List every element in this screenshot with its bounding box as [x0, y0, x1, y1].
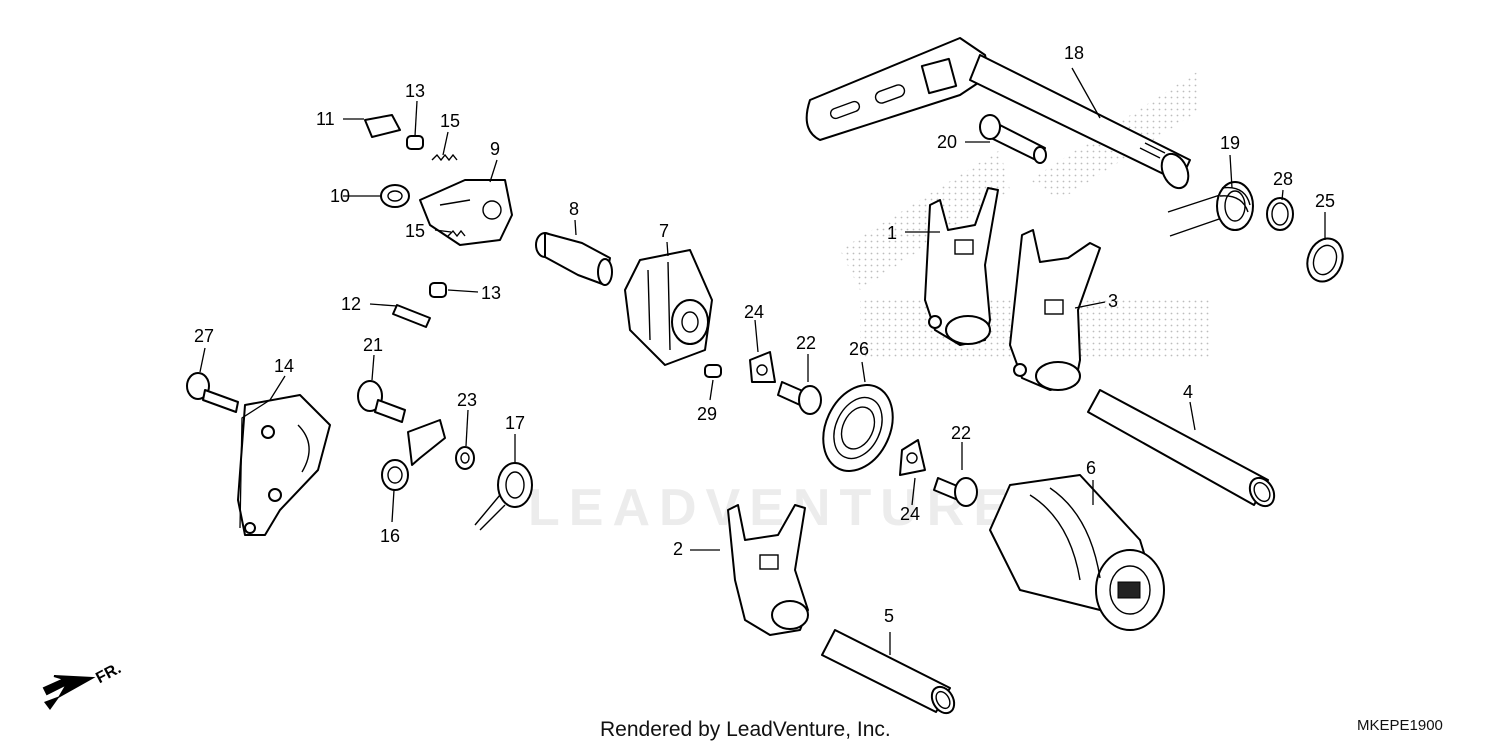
- part-2-shift-fork[interactable]: [727, 504, 809, 636]
- label-16: 16: [380, 526, 401, 546]
- label-6: 6: [1086, 458, 1097, 478]
- label-5: 5: [884, 606, 895, 626]
- part-9-stopper-arm[interactable]: [419, 179, 513, 246]
- label-2: 2: [673, 539, 684, 559]
- label-21: 21: [363, 335, 384, 355]
- part-6-shift-drum[interactable]: [989, 474, 1165, 631]
- label-10: 10: [330, 186, 351, 206]
- part-13-collar-upper[interactable]: [406, 135, 424, 150]
- part-24-plate-upper[interactable]: [749, 351, 776, 383]
- label-18: 18: [1064, 43, 1085, 63]
- label-23: 23: [457, 390, 478, 410]
- watermark: LEADVENTURE: [528, 479, 1018, 537]
- diagram-code: MKEPE1900: [1357, 717, 1443, 734]
- label-27: 27: [194, 326, 215, 346]
- label-4: 4: [1183, 382, 1194, 402]
- part-14-plate[interactable]: [237, 394, 331, 536]
- part-19-return-spring[interactable]: [1167, 181, 1254, 237]
- part-28-circlip[interactable]: [1266, 197, 1294, 231]
- label-25: 25: [1315, 191, 1336, 211]
- label-24-upper: 24: [744, 302, 765, 322]
- label-20: 20: [937, 132, 958, 152]
- part-10-washer[interactable]: [380, 184, 410, 208]
- label-3: 3: [1108, 291, 1119, 311]
- label-22-lower: 22: [951, 423, 972, 443]
- label-22-upper: 22: [796, 333, 817, 353]
- label-9: 9: [490, 139, 501, 159]
- label-13-upper: 13: [405, 81, 426, 101]
- part-26-bearing[interactable]: [810, 374, 906, 483]
- part-13-collar-lower[interactable]: [429, 282, 447, 298]
- label-28: 28: [1273, 169, 1294, 189]
- label-26: 26: [849, 339, 870, 359]
- label-17: 17: [505, 413, 526, 433]
- part-16-roller[interactable]: [381, 419, 446, 491]
- part-20-pin[interactable]: [979, 114, 1047, 164]
- footer-credit: Rendered by LeadVenture, Inc.: [600, 718, 891, 741]
- label-29: 29: [697, 404, 718, 424]
- part-4-fork-shaft[interactable]: [1087, 389, 1279, 510]
- part-22-bolt-upper[interactable]: [777, 381, 822, 415]
- part-21-bolt[interactable]: [357, 380, 406, 423]
- label-11: 11: [316, 109, 335, 129]
- part-15-spring-upper[interactable]: [431, 153, 458, 162]
- part-3-shift-fork[interactable]: [1009, 229, 1101, 391]
- part-5-fork-shaft[interactable]: [821, 629, 959, 717]
- part-15-spring-lower[interactable]: [447, 229, 466, 238]
- part-24-plate-lower[interactable]: [899, 439, 926, 476]
- leader-lines: [199, 67, 1326, 655]
- label-15-lower: 15: [405, 221, 426, 241]
- label-7: 7: [659, 221, 670, 241]
- part-23-washer[interactable]: [455, 446, 475, 470]
- part-18-shift-spindle[interactable]: [805, 37, 1194, 192]
- label-19: 19: [1220, 133, 1241, 153]
- label-13-lower: 13: [481, 283, 502, 303]
- front-direction-arrow-icon: [42, 675, 96, 710]
- part-7-drum-center[interactable]: [624, 249, 713, 366]
- part-12-pin[interactable]: [392, 304, 431, 328]
- part-17-spring[interactable]: [474, 462, 533, 531]
- label-24-lower: 24: [900, 504, 921, 524]
- label-15-upper: 15: [440, 111, 461, 131]
- part-27-bolt[interactable]: [186, 372, 239, 413]
- label-8: 8: [569, 199, 580, 219]
- part-25-washer[interactable]: [1302, 234, 1349, 287]
- part-22-bolt-lower[interactable]: [933, 477, 978, 507]
- label-12: 12: [341, 294, 362, 314]
- part-29-dowel-pin[interactable]: [704, 364, 722, 378]
- part-8-stopper-bolt[interactable]: [535, 232, 613, 286]
- label-14: 14: [274, 356, 295, 376]
- part-11-block[interactable]: [364, 114, 401, 138]
- label-1: 1: [887, 223, 898, 243]
- part-1-shift-fork[interactable]: [924, 187, 999, 346]
